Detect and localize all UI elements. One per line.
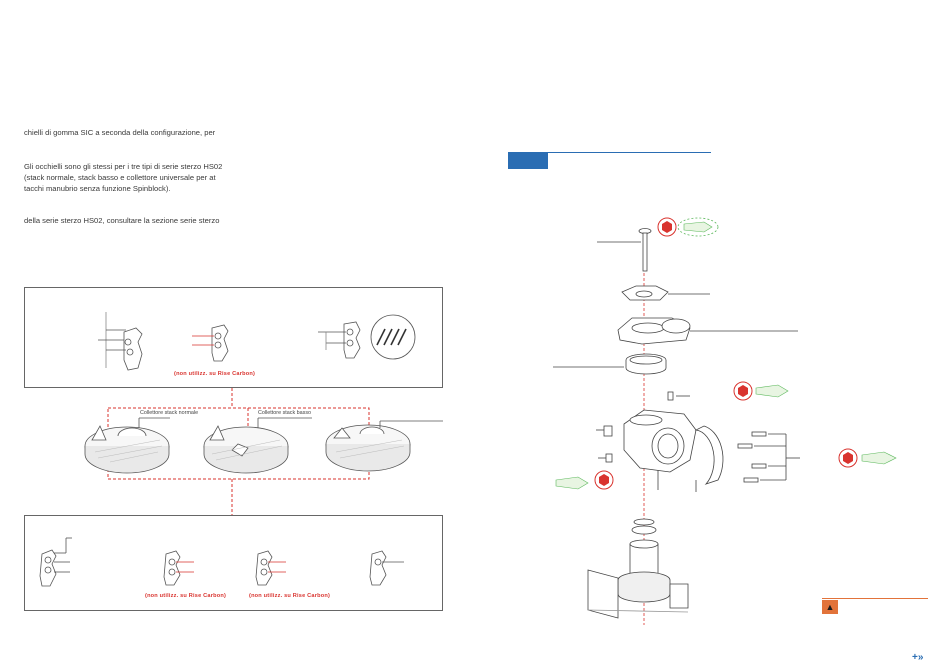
warning-rule — [822, 598, 928, 599]
top-cap — [621, 285, 710, 301]
faceplate — [694, 425, 724, 492]
top-bolt — [597, 228, 652, 272]
grommet-icon-top-1 — [98, 312, 143, 371]
label-stack-normale: Collettore stack normale — [138, 410, 201, 416]
torque-icon-3 — [838, 448, 858, 468]
torque-icon-1 — [657, 217, 677, 237]
grommet-box-bottom — [24, 515, 443, 611]
split-ring — [553, 353, 667, 375]
grease-icon-1 — [677, 217, 719, 237]
section-rule — [548, 152, 711, 153]
headset-collar-2 — [203, 417, 312, 474]
torque-icon-4 — [594, 470, 614, 490]
grease-icon-2 — [755, 384, 789, 398]
steerer-tube — [587, 539, 689, 619]
grommet-icon-top-3 — [318, 314, 416, 360]
torque-icon-2 — [733, 381, 753, 401]
section-tab — [508, 152, 548, 169]
headset-collar-3 — [325, 420, 443, 472]
bottom-note-1: (non utilizz. su Rise Carbon) — [145, 593, 227, 599]
grommet-icon-top-2 — [192, 324, 229, 362]
paragraph-2-line-3: tacchi manubrio senza funzione Spinblock… — [24, 184, 171, 193]
faceplate-bolts — [737, 431, 800, 483]
bottom-note-2: (non utilizz. su Rise Carbon) — [249, 593, 331, 599]
headset-collar-1 — [84, 417, 170, 474]
next-page-arrow-icon[interactable]: +» — [912, 652, 924, 663]
grommet-icon-bottom-4 — [369, 550, 404, 586]
spinblock-collar — [617, 317, 798, 345]
paragraph-1: chielli di gomma SIC a seconda della con… — [24, 128, 216, 137]
paragraph-2-line-2: (stack normale, stack basso e collettore… — [24, 173, 216, 182]
grommet-box-top — [24, 287, 443, 388]
grommet-icon-bottom-1 — [39, 537, 72, 587]
warning-icon: ▲ — [822, 600, 838, 614]
small-bolt — [667, 391, 690, 401]
label-stack-basso: Collettore stack basso — [256, 410, 314, 416]
grease-icon-3 — [861, 451, 897, 465]
grease-icon-4 — [555, 476, 589, 490]
clip-part — [596, 425, 613, 437]
paragraph-3: della serie sterzo HS02, consultare la s… — [24, 216, 220, 225]
grommet-icon-bottom-3 — [255, 550, 286, 586]
left-bolt — [598, 453, 613, 463]
washer — [631, 518, 657, 535]
grommet-icon-bottom-2 — [163, 550, 194, 586]
top-note: (non utilizz. su Rise Carbon) — [174, 371, 256, 377]
paragraph-2-line-1: Gli occhielli sono gli stessi per i tre … — [24, 162, 223, 171]
stem-body — [623, 409, 697, 490]
